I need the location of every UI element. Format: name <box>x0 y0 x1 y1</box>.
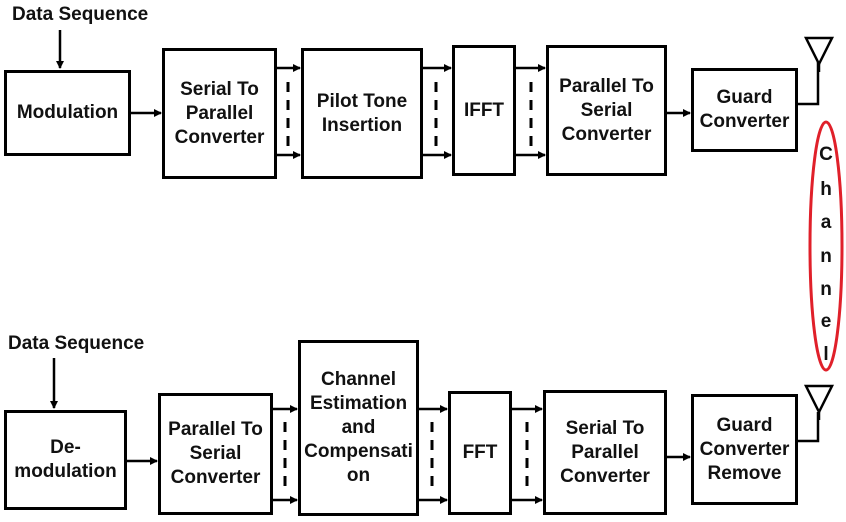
channel-letter: n <box>820 279 832 300</box>
rx-parallel-to-serial-label: Parallel To Serial Converter <box>168 419 263 488</box>
channel-letter: a <box>821 212 832 233</box>
antenna-feed-line <box>798 412 820 443</box>
modulation-label: Modulation <box>16 102 119 123</box>
antenna-icon <box>803 384 835 420</box>
demodulation-label: De- modulation <box>14 437 117 482</box>
ifft-label: IFFT <box>463 99 505 121</box>
guard-label: Guard Converter <box>699 87 790 132</box>
rx-parallel-to-serial-block: Parallel To Serial Converter <box>158 393 273 515</box>
tx-serial-to-parallel-block: Serial To Parallel Converter <box>162 48 277 179</box>
channel-letter: l <box>823 344 828 365</box>
tx-parallel-to-serial-label: Parallel To Serial Converter <box>559 75 654 145</box>
fft-block: FFT <box>448 391 512 515</box>
pilot-tone-label: Pilot Tone Insertion <box>316 90 408 136</box>
channel-letter: n <box>820 246 832 267</box>
channel-label: C h a n n e l <box>819 144 833 365</box>
channel-letter: e <box>821 311 832 332</box>
guard-block: Guard Converter <box>691 68 798 152</box>
rx-serial-to-parallel-label: Serial To Parallel Converter <box>560 417 650 487</box>
channel-letter: h <box>820 179 832 200</box>
tx-serial-to-parallel-label: Serial To Parallel Converter <box>174 78 265 148</box>
channel-estimation-block: Channel Estimation and Compensati on <box>298 340 419 516</box>
channel-outline <box>808 120 844 372</box>
guard-remove-label: Guard Converter Remove <box>699 414 790 484</box>
guard-remove-block: Guard Converter Remove <box>691 394 798 505</box>
tx-parallel-to-serial-block: Parallel To Serial Converter <box>546 45 667 176</box>
antenna-feed-line <box>798 62 820 106</box>
pilot-tone-block: Pilot Tone Insertion <box>301 48 423 179</box>
demodulation-block: De- modulation <box>4 410 127 510</box>
channel-estimation-label: Channel Estimation and Compensati on <box>304 369 413 486</box>
modulation-block: Modulation <box>4 70 131 156</box>
ifft-block: IFFT <box>452 45 516 176</box>
antenna-icon <box>803 36 835 72</box>
fft-label: FFT <box>462 442 498 463</box>
rx-data-sequence-label: Data Sequence <box>8 333 145 354</box>
channel-letter: C <box>819 144 833 165</box>
tx-data-sequence-label: Data Sequence <box>12 4 149 25</box>
rx-serial-to-parallel-block: Serial To Parallel Converter <box>543 390 667 515</box>
